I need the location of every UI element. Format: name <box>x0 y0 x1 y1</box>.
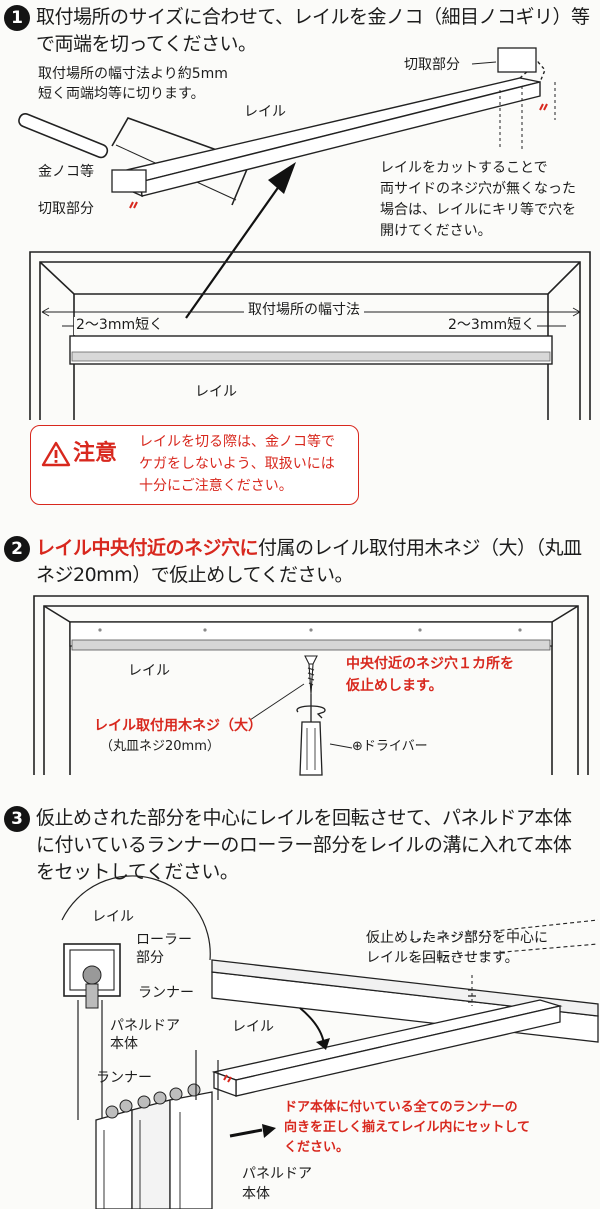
label-cut-part-right: 切取部分 <box>404 57 460 73</box>
screw-sub-label: （丸皿ネジ20mm） <box>100 739 220 754</box>
label-cut-part-left: 切取部分 <box>38 201 94 217</box>
step-3-title-line2: に付いているランナーのローラー部分をレイルの溝に入れて本体 <box>36 834 572 856</box>
step-3-title-line1: 仮止めされた部分を中心にレイルを回転させて、パネルドア本体 <box>36 807 572 829</box>
inset-label-runner: ランナー <box>138 985 194 1001</box>
insert-arrowhead-icon <box>262 1124 276 1138</box>
caution-line2: ケガをしないよう、取扱いには <box>139 456 335 472</box>
mounted-rail-step1 <box>69 335 553 365</box>
step-3-red-note-line2: 向きを正しく揃えてレイル内にセットして <box>284 1120 530 1135</box>
step-1-title-line1: 取付場所のサイズに合わせて、レイルを金ノコ（細目ノコギリ）等 <box>36 6 590 28</box>
screwdriver-icon <box>296 694 326 776</box>
step-1-note-line2: 短く両端均等に切ります。 <box>38 86 205 102</box>
driver-label: ⊕ドライバー <box>352 739 428 754</box>
inset-label-panel-line2: 本体 <box>110 1036 138 1052</box>
wood-screw-icon <box>304 655 318 695</box>
cut-marks <box>129 103 548 209</box>
mounted-rail-step2 <box>69 621 553 651</box>
step-2-badge: 2 <box>4 536 30 562</box>
rotate-note-line1: 仮止めしたネジ部分を中心に <box>366 930 548 946</box>
panel-door-drawing <box>95 1091 213 1209</box>
step-2-title-line1: レイル中央付近のネジ穴に付属のレイル取付用木ネジ（大）（丸皿 <box>36 537 582 561</box>
caution-box: 注意 レイルを切る際は、金ノコ等で ケガをしないよう、取扱いには 十分にご注意く… <box>30 425 359 505</box>
step-3-red-note-line3: ください。 <box>284 1140 350 1155</box>
rail-lower-drawing <box>211 999 563 1097</box>
step-3-label-runner: ランナー <box>96 1070 152 1086</box>
step-1-note-line1: 取付場所の幅寸法より約5mm <box>38 66 228 82</box>
inset-label-rail: レイル <box>92 909 134 925</box>
step-1-badge: 1 <box>4 5 30 31</box>
caution-line3: 十分にご注意ください。 <box>139 478 293 494</box>
label-rail-bottom: レイル <box>195 384 237 400</box>
panel-door-label-line2: 本体 <box>242 1186 270 1202</box>
label-rail-top: レイル <box>244 104 286 120</box>
step-2-title-line2: ネジ20mm）で仮止めしてください。 <box>36 564 354 586</box>
driver-leader-line <box>329 743 353 749</box>
step-2-red-note-line1: 中央付近のネジ穴１カ所を <box>346 656 514 672</box>
inset-label-roller-line2: 部分 <box>136 950 164 966</box>
warning-triangle-icon <box>41 441 71 467</box>
pointer-arrow-line <box>185 181 283 319</box>
cut-part-left-box <box>111 169 147 193</box>
step-3-badge: 3 <box>4 806 30 832</box>
temp-screw-mark <box>468 989 476 1003</box>
step-1-title-line2: で両端を切ってください。 <box>36 33 257 55</box>
hole-note-line4: 開けてください。 <box>380 223 492 239</box>
rotate-note-line2: レイルを回転させます。 <box>366 950 519 966</box>
dimension-width-label: 取付場所の幅寸法 <box>244 302 364 320</box>
hole-note-line2: 両サイドのネジ穴が無くなった <box>380 181 576 197</box>
screw-label: レイル取付用木ネジ（大） <box>94 718 262 734</box>
dimension-left-label: 2～3mm短く <box>74 317 166 335</box>
step-3-red-note-line1: ドア本体に付いている全てのランナーの <box>284 1100 518 1115</box>
inset-label-panel-line1: パネルドア <box>110 1018 180 1034</box>
step-3-title-line3: をセットしてください。 <box>36 861 239 883</box>
rotate-arrowhead-icon <box>316 1038 330 1050</box>
caution-title: 注意 <box>73 441 118 466</box>
panel-door-label-line1: パネルドア <box>242 1166 312 1182</box>
cut-part-right-box <box>497 47 537 73</box>
step-2-red-note-line2: 仮止めします。 <box>346 678 443 694</box>
rotate-arrow-line <box>299 1007 325 1045</box>
inset-label-roller-line1: ローラー <box>136 932 192 948</box>
pointer-arrowhead-icon <box>268 162 296 194</box>
screw-leader-line <box>249 683 305 721</box>
step-2-label-rail: レイル <box>128 663 170 679</box>
hole-note-line3: 場合は、レイルにキリ等で穴を <box>380 202 576 218</box>
step-2-title-rest: 付属のレイル取付用木ネジ（大）（丸皿 <box>258 537 582 559</box>
insert-arrow-line <box>229 1128 263 1138</box>
dimension-right-label: 2～3mm短く <box>446 317 538 335</box>
step-3-label-rail: レイル <box>232 1019 274 1035</box>
runner-rollers-icon <box>105 1083 201 1119</box>
hole-note-line1: レイルをカットすることで <box>380 160 548 176</box>
label-saw: 金ノコ等 <box>38 164 94 180</box>
step-2-title-red: レイル中央付近のネジ穴に <box>36 537 259 559</box>
caution-line1: レイルを切る際は、金ノコ等で <box>139 434 335 450</box>
roller-detail-inset <box>61 875 211 1120</box>
